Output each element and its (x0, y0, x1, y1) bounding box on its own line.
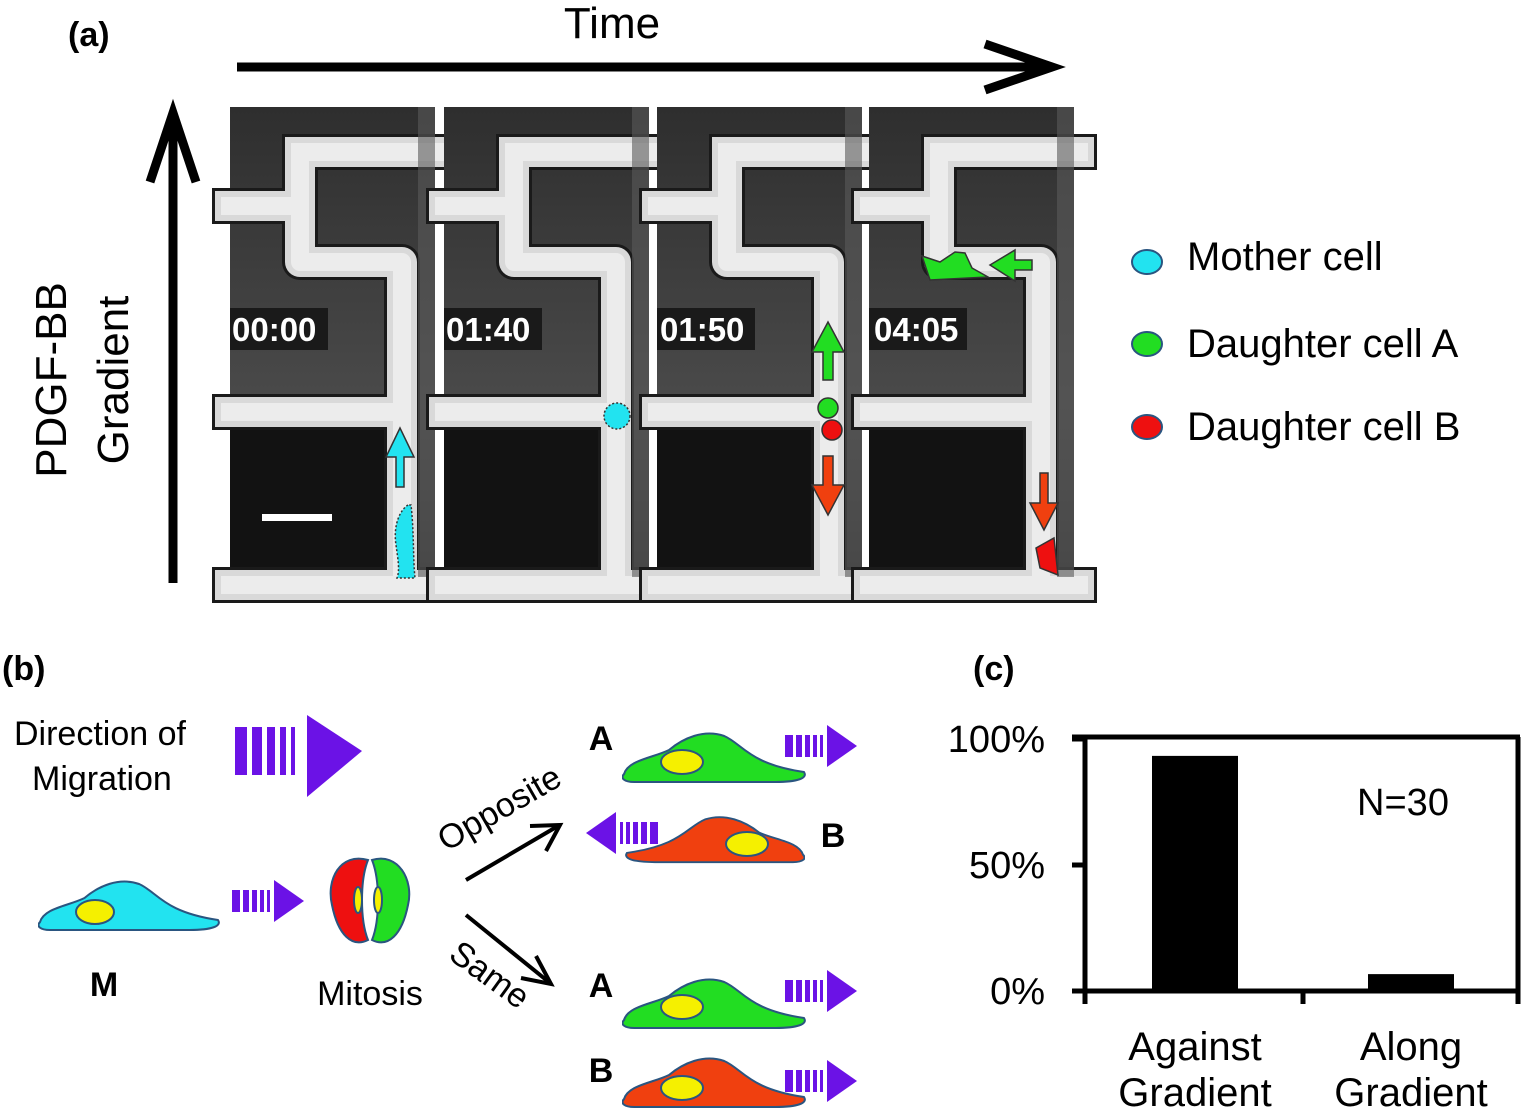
daughter-b-marker (1035, 536, 1059, 577)
legend: Mother cell Daughter cell A Daughter cel… (1131, 235, 1460, 449)
microscopy-frame-2: 01:40 (444, 107, 654, 597)
daughter-b-drawing (622, 1057, 806, 1109)
opposite-label: Opposite (431, 758, 568, 859)
direction-label-line1: Direction of (14, 715, 187, 753)
gradient-label-line2: Gradient (89, 296, 138, 465)
nucleus (75, 899, 115, 925)
x-tick-label: Gradient (1118, 1071, 1271, 1113)
daughter-a-arrow-up-icon (810, 320, 846, 381)
branch-arrows (464, 822, 564, 987)
legend-label: Daughter cell B (1187, 405, 1460, 449)
bar-chart: 0% 50% 100% N=30 Against Gradient Along Gr… (948, 719, 1521, 1113)
panel-label-c: (c) (973, 650, 1015, 688)
daughter-a-label: A (589, 720, 614, 758)
daughter-b-label: B (589, 1052, 614, 1090)
y-tick-label: 100% (948, 719, 1045, 761)
gradient-arrow-icon (145, 98, 201, 583)
time-arrow-icon (237, 39, 1066, 95)
daughter-a-marker (817, 397, 839, 419)
mother-cell-marker (394, 504, 416, 579)
mother-cell-marker (603, 402, 631, 430)
microscopy-frame-3: 01:50 (657, 107, 867, 597)
daughter-a-drawing (622, 978, 806, 1030)
mother-cell-drawing (38, 880, 220, 932)
timestamp: 01:50 (660, 311, 744, 348)
mother-arrow-up-icon (384, 426, 416, 488)
mother-label: M (90, 966, 118, 1004)
direction-label-line2: Migration (32, 760, 172, 798)
nucleus (725, 831, 769, 857)
bar-along-gradient (1368, 974, 1454, 991)
daughter-a-drawing (622, 732, 806, 784)
timestamp: 04:05 (874, 311, 958, 348)
same-label: Same (442, 934, 536, 1017)
daughter-b-arrow-down-icon (810, 455, 846, 517)
migration-arrow-icon (232, 880, 304, 922)
legend-label: Mother cell (1187, 235, 1383, 279)
x-tick-label: Gradient (1334, 1071, 1487, 1113)
legend-swatch (1131, 331, 1163, 357)
daughter-b-arrow-down-icon (1028, 472, 1060, 532)
daughter-a-label: A (589, 967, 614, 1005)
y-tick-label: 0% (990, 971, 1045, 1013)
nucleus (660, 1075, 704, 1101)
daughter-a-marker (920, 251, 991, 281)
legend-swatch (1131, 249, 1163, 275)
legend-swatch (1131, 414, 1163, 440)
panel-label-b: (b) (2, 650, 45, 688)
time-label: Time (564, 0, 660, 48)
x-tick-label: Against (1128, 1025, 1261, 1069)
panel-label-a: (a) (68, 16, 110, 54)
x-tick-label: Along (1360, 1025, 1462, 1069)
mitosis-label: Mitosis (317, 975, 423, 1013)
migration-arrow-icon (785, 970, 857, 1012)
nucleus (660, 994, 704, 1020)
bar-against-gradient (1152, 755, 1238, 991)
timestamp: 01:40 (446, 311, 530, 348)
sample-size-annotation: N=30 (1357, 782, 1449, 824)
daughter-b-label: B (821, 817, 846, 855)
y-tick-label: 50% (969, 845, 1045, 887)
gradient-label-line1: PDGF-BB (27, 282, 76, 478)
nucleus (660, 749, 704, 775)
daughter-a-arrow-left-icon (988, 248, 1033, 283)
migration-arrow-icon (785, 725, 857, 767)
legend-label: Daughter cell A (1187, 322, 1459, 366)
mitosis-cells-drawing (329, 857, 411, 944)
daughter-b-marker (821, 419, 843, 441)
microscopy-frame-4: 04:05 (869, 107, 1079, 597)
microscopy-frame-1: 00:00 (230, 107, 440, 597)
timestamp: 00:00 (232, 311, 316, 348)
scale-bar (262, 514, 332, 521)
migration-arrow-left-icon (586, 812, 658, 854)
migration-direction-arrow-icon (235, 715, 362, 797)
